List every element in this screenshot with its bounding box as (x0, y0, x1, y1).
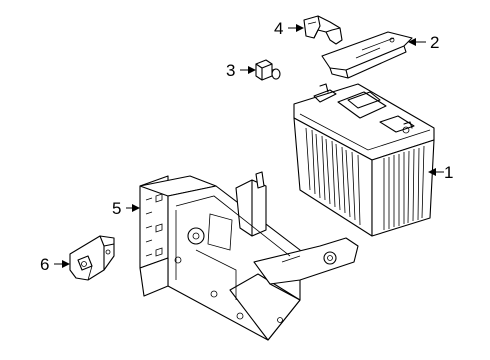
arrowhead-3 (248, 66, 256, 74)
arrowhead-4 (296, 24, 304, 32)
callout-1: 1 (444, 163, 453, 182)
part-3-fitting-drawing (255, 59, 281, 81)
callout-3: 3 (226, 61, 235, 80)
callout-4: 4 (274, 19, 283, 38)
arrowhead-5 (132, 204, 140, 212)
part-1-battery-drawing (293, 83, 435, 237)
callout-5: 5 (112, 199, 121, 218)
arrowhead-6 (62, 260, 70, 268)
arrowhead-2 (408, 38, 416, 46)
part-5-tray-drawing (139, 171, 359, 341)
part-6-bracket-drawing (69, 235, 115, 281)
callout-6: 6 (40, 255, 49, 274)
part-2-cover-drawing (321, 31, 413, 79)
arrowhead-1 (428, 168, 436, 176)
leader-lines (54, 24, 444, 268)
callout-2: 2 (430, 33, 439, 52)
callout-labels: 1 2 3 4 5 6 (40, 19, 453, 274)
part-4-clip-drawing (303, 15, 343, 45)
